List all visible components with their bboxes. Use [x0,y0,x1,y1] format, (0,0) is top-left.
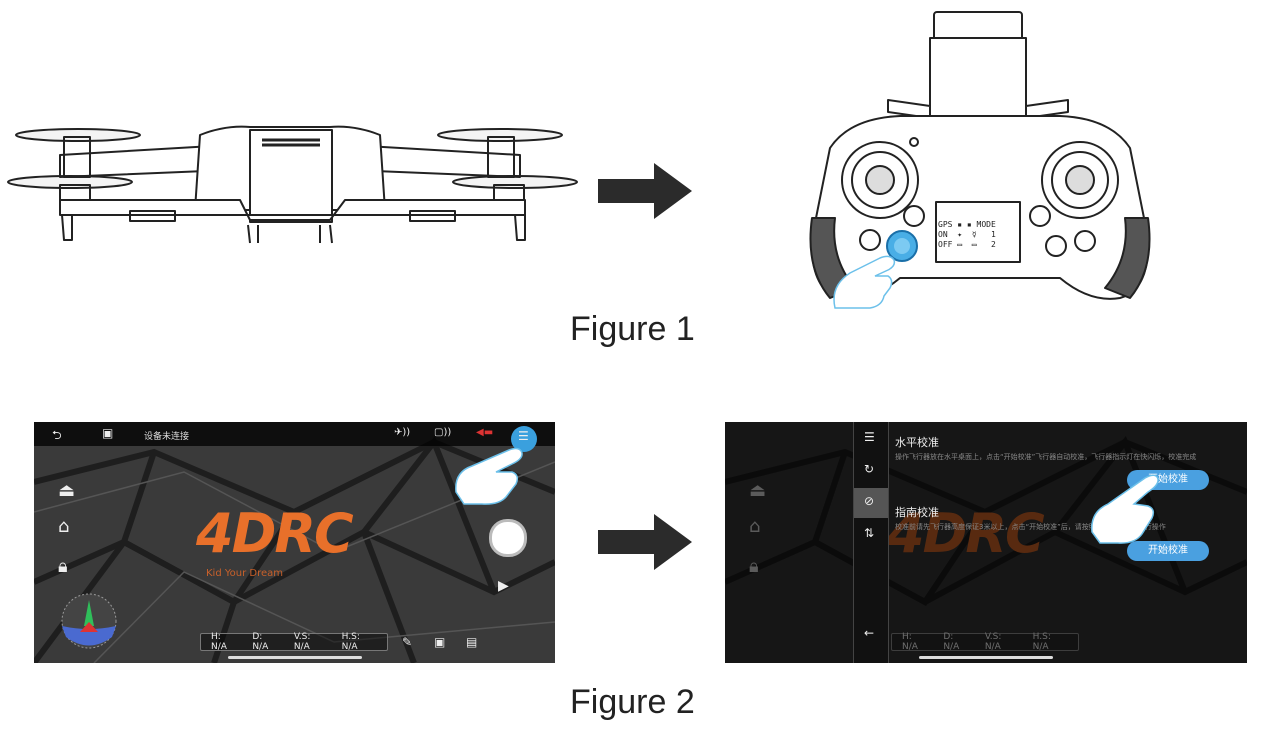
back-icon[interactable]: ⮌ [52,428,62,442]
lcd-off: OFF [938,240,953,249]
remote-illustration [809,11,1151,309]
back-arrow-icon[interactable]: ← [864,626,875,640]
figure-2-caption: Figure 2 [570,683,695,721]
top-toolbar: ⮌ ▣ 设备未连接 ✈︎)) ▢)) ◀▬ [34,422,555,446]
level-calibration-title: 水平校准 [895,436,939,449]
lcd-mode: MODE [976,220,996,229]
compass-calibration-title: 指南校准 [895,506,939,519]
hand-pointer-icon [1091,474,1159,544]
telemetry-distance: D: N/A [252,632,269,652]
settings-menu: ☰ ↻ ⊘ ⇅ ← [853,422,889,663]
home-indicator [228,656,362,659]
telemetry-distance: D: N/A [943,632,960,652]
telemetry-height: H: N/A [902,632,918,652]
compass-calibration-desc: 校准前请先飞行器高度保证3米以上，点击“开始校准”后，请按照飞行器指示灯进行操作 [895,523,1166,531]
lock-icon[interactable]: 🔒︎ [58,556,68,577]
wifi-signal-icon: ▢)) [434,427,452,438]
adjust-icon[interactable]: ☰ [864,430,875,444]
compass-icon: ⊘ [864,494,875,508]
takeoff-icon[interactable]: ⏏ [58,480,76,501]
playback-icon[interactable]: ▶ [498,578,509,594]
telemetry-height: H: N/A [211,632,227,652]
landing-icon[interactable]: ⌂ [58,516,70,537]
compass-tab[interactable] [854,488,888,518]
battery-icon: ◀▬ [476,427,494,438]
drone-mode-icon[interactable]: ▣ [102,426,114,440]
connection-status: 设备未连接 [144,432,190,442]
polygon-background [34,422,555,663]
lcd-gps: GPS [938,220,953,229]
home-indicator [919,656,1053,659]
lcd-mode-2: 2 [990,240,996,249]
telemetry-bar: H: N/A D: N/A V.S: N/A H.S: N/A [891,632,1079,652]
hand-pointer-icon [455,447,523,505]
telemetry-bar: H: N/A D: N/A V.S: N/A H.S: N/A [200,632,388,652]
telemetry-vspeed: V.S: N/A [984,632,1002,652]
remote-controller: GPS ▪ ▪ MODE ON ✦ ☿ 1 OFF ▭ ▭ 2 [790,8,1170,318]
drone-illustration [7,125,578,244]
notes-icon[interactable]: ▤ [466,635,478,649]
telemetry-vspeed: V.S: N/A [293,632,311,652]
settings-button[interactable] [511,426,537,452]
gallery-icon[interactable]: ▣ [434,635,446,649]
app-screen-main: ⮌ ▣ 设备未连接 ✈︎)) ▢)) ◀▬ ☰ ⏏ ⌂ 🔒︎ 4DRC Kid … [34,422,555,663]
lcd-mode-1: 1 [991,230,996,239]
compass-calibration-button[interactable]: 开始校准 [1127,541,1209,561]
calibrate-icon[interactable]: ✎ [402,635,413,649]
telemetry-hspeed: H.S: N/A [341,632,360,652]
arrow-right-icon [598,514,692,570]
brand-logo: 4DRC [196,502,354,565]
compass-radar [61,593,117,649]
gps-signal-icon: ✈︎)) [394,427,411,438]
telemetry-hspeed: H.S: N/A [1032,632,1051,652]
shutter-button[interactable] [489,519,527,557]
menu-icon: ☰ [518,429,529,443]
level-calibration-desc: 操作飞行器放在水平桌面上，点击“开始校准”飞行器自动校准，飞行器指示灯在快闪烁，… [895,453,1197,461]
swap-icon[interactable]: ⇅ [864,526,875,540]
figure-1-caption: Figure 1 [570,310,695,348]
remote-lcd: GPS ▪ ▪ MODE ON ✦ ☿ 1 OFF ▭ ▭ 2 [938,220,996,249]
brand-tagline: Kid Your Dream [206,568,284,579]
rotate-icon[interactable]: ↻ [864,462,875,476]
app-screen-calibration: ⏏ ⌂ 🔒︎ 4DRC ☰ ↻ ⊘ ⇅ ← 水平校准 操作飞行器放在水平桌面上，… [725,422,1247,663]
arrow-right-icon [598,163,692,219]
lcd-on: ON [938,230,948,239]
